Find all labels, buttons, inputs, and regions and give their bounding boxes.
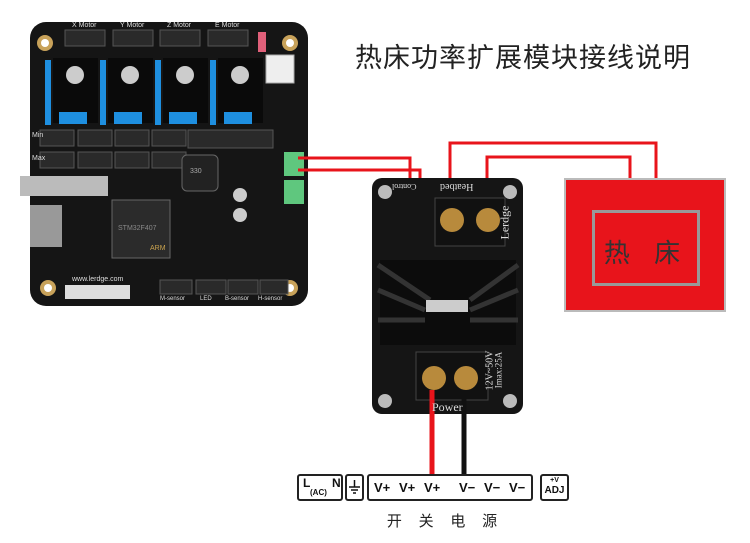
adj-label: ADJ (544, 485, 565, 496)
ac-sub-label: (AC) (310, 488, 327, 497)
heatbed-wire-1 (448, 141, 658, 210)
ground-terminal (345, 474, 364, 501)
h-sensor-label: H-sensor (258, 296, 283, 302)
ac-n-label: N (332, 476, 341, 490)
heatbed-inner-frame: 热 床 (592, 210, 700, 286)
vminus-2: V− (484, 480, 501, 495)
brand-label: Lerdge (497, 205, 512, 240)
heatbed: 热 床 (564, 178, 726, 312)
z-motor-label: Z Motor (167, 22, 192, 29)
y-motor-label: Y Motor (120, 22, 145, 29)
max-label: Max (32, 155, 46, 162)
e-motor-label: E Motor (215, 22, 240, 29)
diagram-title: 热床功率扩展模块接线说明 (355, 43, 691, 74)
ac-terminal: L (AC) N (297, 474, 343, 501)
chip-label: STM32F407 (118, 225, 157, 232)
heatbed-label: 热 床 (603, 239, 689, 269)
arm-label: ARM (150, 245, 166, 252)
heatbed-module-label: Heatbed (440, 181, 474, 192)
vminus-3: V− (509, 480, 526, 495)
adj-terminal: +V ADJ (540, 474, 569, 501)
ac-l-label: L (303, 476, 311, 490)
power-label: Power (432, 400, 463, 414)
control-label: Control (392, 182, 417, 191)
led-label: LED (200, 296, 212, 302)
dc-output-terminal: V+ V+ V+ V− V− V− (367, 474, 533, 501)
vplus-2: V+ (399, 480, 416, 495)
b-sensor-label: B-sensor (225, 296, 250, 302)
mosfet-module (372, 178, 523, 414)
min-label: Min (32, 132, 44, 139)
adj-plus-v: +V (550, 477, 559, 484)
current-rating: Imax:25A (493, 351, 504, 389)
psu-label: 开 关 电 源 (386, 512, 504, 530)
vminus-1: V− (459, 480, 476, 495)
ground-icon (349, 480, 360, 494)
mainboard (20, 22, 308, 306)
vplus-1: V+ (374, 480, 391, 495)
m-sensor-label: M-sensor (160, 296, 186, 302)
vplus-3: V+ (424, 480, 441, 495)
x-motor-label: X Motor (72, 22, 97, 29)
url-label: www.lerdge.com (72, 276, 124, 283)
inductor-label: 330 (190, 168, 202, 175)
